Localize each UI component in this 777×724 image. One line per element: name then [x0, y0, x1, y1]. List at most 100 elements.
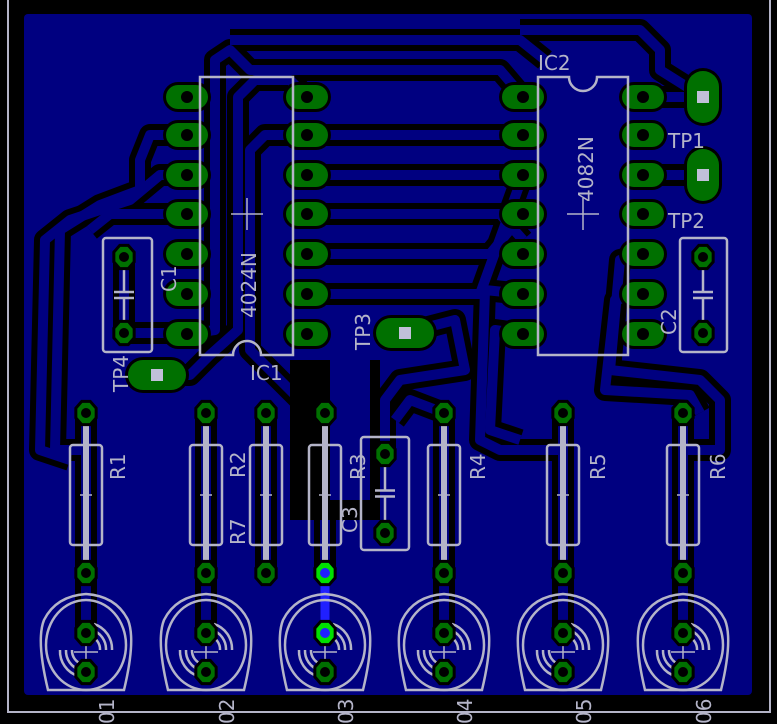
drill-hole — [517, 129, 529, 141]
drill-hole — [301, 169, 313, 181]
tp3-label: TP3 — [351, 313, 375, 351]
drill-hole — [698, 252, 708, 262]
trace — [230, 35, 549, 64]
drill-hole — [558, 667, 568, 677]
trace — [86, 209, 187, 234]
led-ring — [521, 598, 605, 692]
drill-hole — [320, 408, 330, 418]
drill-hole — [678, 408, 688, 418]
drill-hole — [380, 449, 390, 459]
resistor-label-r3: R3 — [346, 453, 370, 480]
drill-hole — [261, 568, 271, 578]
led-outline — [159, 592, 253, 692]
drill-hole — [637, 91, 649, 103]
led-outline — [516, 592, 610, 692]
led-outline — [636, 592, 730, 692]
origin-cross-icon — [260, 489, 272, 501]
resistor-label-r1: R1 — [106, 453, 130, 480]
ic1-outline — [198, 75, 295, 357]
drill-hole — [301, 288, 313, 300]
drill-hole — [698, 328, 708, 338]
drill-hole — [301, 208, 313, 220]
drill-hole — [181, 129, 193, 141]
drill-hole — [558, 628, 568, 638]
led-label-2: 02 — [215, 699, 239, 724]
c2-label: C2 — [657, 308, 681, 335]
drill-hole — [301, 328, 313, 340]
drill-hole — [637, 248, 649, 260]
drill-hole — [517, 288, 529, 300]
c2-outline — [678, 236, 729, 354]
ic1-value-label: 4024N — [237, 252, 261, 318]
drill-hole — [517, 91, 529, 103]
origin-cross-icon — [231, 198, 263, 230]
drill-hole — [637, 328, 649, 340]
resistor-body — [307, 443, 343, 547]
drill-hole — [637, 208, 649, 220]
resistor-body — [248, 443, 284, 547]
led-ring — [44, 598, 128, 692]
resistor-label-r4: R4 — [466, 453, 490, 480]
drill-hole — [301, 248, 313, 260]
drill-hole — [558, 568, 568, 578]
origin-cross-icon — [80, 489, 92, 501]
drill-hole — [201, 568, 211, 578]
drill-hole — [181, 328, 193, 340]
drill-hole — [380, 528, 390, 538]
traces — [29, 19, 731, 633]
drill-hole — [81, 628, 91, 638]
drill-hole — [81, 667, 91, 677]
drill-hole — [678, 628, 688, 638]
led-label-5: 05 — [572, 699, 596, 724]
resistor-label-r5: R5 — [586, 453, 610, 480]
drill-hole — [637, 288, 649, 300]
resistor-body — [545, 443, 581, 547]
drill-hole — [637, 129, 649, 141]
c3-symbol — [375, 466, 395, 521]
led-arc — [93, 622, 114, 651]
drill-hole — [181, 169, 193, 181]
led-outline — [39, 592, 133, 692]
led-label-1: 01 — [95, 699, 119, 724]
drill-hole — [439, 667, 449, 677]
drill-hole — [678, 568, 688, 578]
drill-hole — [439, 628, 449, 638]
led-arc — [451, 622, 472, 651]
led-ring — [283, 598, 367, 692]
board-outline — [7, 0, 771, 713]
drill-hole — [181, 208, 193, 220]
drill-hole — [181, 288, 193, 300]
drill-hole — [81, 568, 91, 578]
led-label-4: 04 — [453, 699, 477, 724]
drill-hole — [181, 248, 193, 260]
drill-hole — [320, 667, 330, 677]
led-ring — [402, 598, 486, 692]
c3-outline — [359, 435, 411, 552]
c1-label: C1 — [157, 265, 181, 292]
origin-cross-icon — [677, 489, 689, 501]
drill-hole — [517, 248, 529, 260]
resistor-label-r7: R7 — [226, 518, 250, 545]
drill-hole — [261, 408, 271, 418]
tp4-label: TP4 — [109, 355, 133, 393]
led-arc — [213, 622, 234, 651]
trace — [380, 315, 470, 454]
drill-hole — [517, 208, 529, 220]
tp1-drill — [697, 91, 709, 103]
drill-hole — [301, 91, 313, 103]
led-arc — [570, 622, 591, 651]
led-arc — [690, 622, 711, 651]
led-outline — [278, 592, 372, 692]
c2-symbol — [693, 269, 713, 321]
drill-hole — [320, 628, 330, 638]
drill-hole — [517, 169, 529, 181]
drill-hole — [637, 169, 649, 181]
drill-hole — [119, 328, 129, 338]
ic2-outline — [536, 75, 630, 357]
drill-hole — [181, 91, 193, 103]
origin-cross-icon — [319, 489, 331, 501]
ic2-name-label: IC2 — [538, 51, 571, 75]
tp2-label: TP2 — [667, 209, 705, 233]
drill-hole — [81, 408, 91, 418]
